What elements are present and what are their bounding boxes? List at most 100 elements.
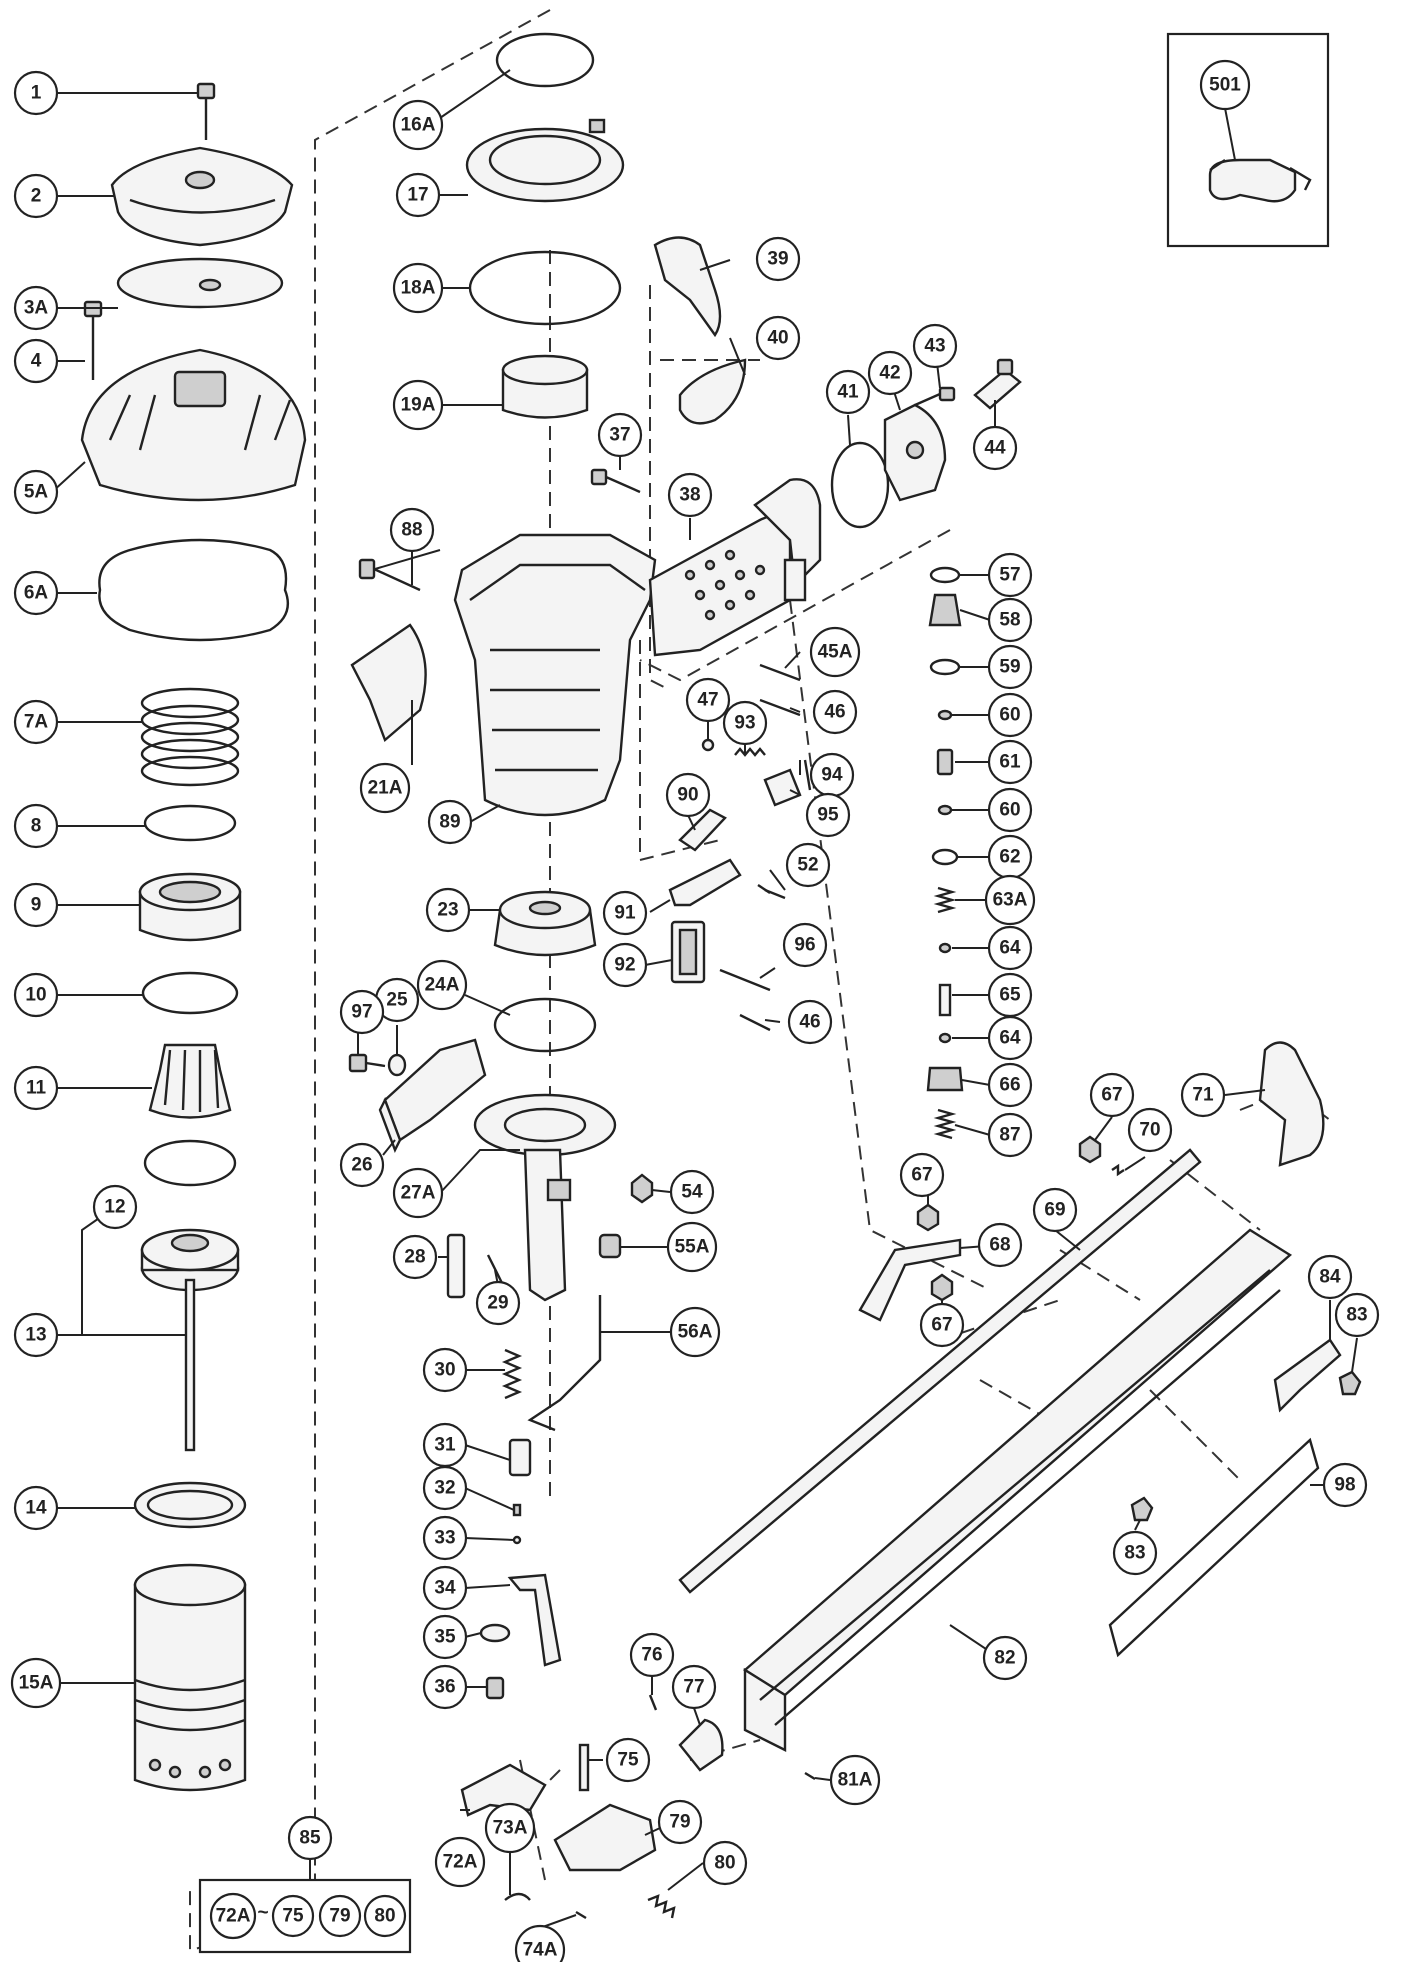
callout-label: 70 (1139, 1120, 1160, 1141)
callout-label: 36 (434, 1677, 455, 1698)
pin-74a (575, 1910, 587, 1920)
ball-33 (512, 1535, 522, 1545)
callout-12: 12 (92, 1184, 138, 1230)
callout-71: 71 (1180, 1072, 1226, 1118)
callout-label: 27A (401, 1183, 436, 1204)
callout-8: 8 (13, 803, 59, 849)
callout-label: 87 (999, 1125, 1020, 1146)
piston-driver (140, 1228, 240, 1452)
callout-label: 75 (617, 1750, 639, 1771)
callout-501: 501 (1199, 59, 1251, 111)
callout-56a: 56A (669, 1306, 721, 1358)
callout-label: 43 (924, 336, 945, 357)
callout-label: 98 (1334, 1475, 1355, 1496)
callout-55a: 55A (666, 1221, 718, 1273)
cap-screw (83, 300, 103, 380)
callout-1: 1 (13, 70, 59, 116)
callout-63a: 63A (984, 874, 1036, 926)
trigger-90 (678, 808, 727, 852)
pin-73a (504, 1892, 531, 1901)
callout-4: 4 (13, 338, 59, 384)
callout-7a: 7A (13, 699, 59, 745)
callout-34: 34 (422, 1565, 468, 1611)
contact-34 (507, 1573, 562, 1667)
callout-label: 80 (714, 1853, 735, 1874)
callout-44: 44 (972, 425, 1018, 471)
grip-39 (653, 236, 722, 338)
callout-47: 47 (685, 677, 731, 723)
callout-label: 85 (299, 1828, 321, 1849)
callout-18a: 18A (392, 262, 444, 314)
callout-67: 67 (1089, 1072, 1135, 1118)
callout-label: 90 (677, 785, 698, 806)
plate-84 (1273, 1338, 1342, 1413)
nut-55a (598, 1233, 622, 1259)
callout-28: 28 (392, 1234, 438, 1280)
callout-label: 42 (879, 363, 900, 384)
o-ring-24a (493, 997, 597, 1053)
callout-23: 23 (425, 887, 471, 933)
callout-label: 93 (734, 713, 755, 734)
callout-label: 44 (984, 438, 1006, 459)
callout-37: 37 (597, 412, 643, 458)
spring-93 (734, 747, 766, 757)
callout-label: 25 (386, 990, 408, 1011)
callout-68: 68 (977, 1222, 1023, 1268)
spring-stack (140, 687, 240, 787)
pins (719, 663, 801, 1032)
cylinder-cap (80, 348, 307, 502)
bolt-97 (348, 1053, 386, 1073)
callout-42: 42 (867, 350, 913, 396)
callout-label: 92 (614, 955, 635, 976)
nut-67-mid (916, 1203, 940, 1232)
callout-label: 45A (818, 642, 853, 663)
callout-41: 41 (825, 369, 871, 415)
head-valve (148, 1043, 232, 1119)
callout-label: 46 (799, 1012, 820, 1033)
callout-label: 84 (1319, 1267, 1341, 1288)
callout-label: 65 (999, 985, 1021, 1006)
callout-21a: 21A (359, 762, 411, 814)
callout-98: 98 (1322, 1462, 1368, 1508)
callout-84: 84 (1307, 1254, 1353, 1300)
valve-92 (670, 920, 706, 984)
callout-85: 85 (287, 1815, 333, 1861)
callout-label: 82 (994, 1648, 1015, 1669)
callout-67: 67 (919, 1302, 965, 1348)
callout-label: 71 (1192, 1085, 1214, 1106)
callout-label: 26 (351, 1155, 372, 1176)
sleeve (501, 354, 589, 419)
callout-83: 83 (1334, 1292, 1380, 1338)
callout-label: 13 (25, 1325, 46, 1346)
spring-70 (1111, 1163, 1125, 1177)
callout-label: 40 (767, 328, 788, 349)
nut-67-top (1078, 1135, 1102, 1164)
callout-label: 23 (437, 900, 458, 921)
callout-label: 28 (404, 1247, 425, 1268)
callout-15a: 15A (10, 1657, 62, 1709)
callout-10: 10 (13, 972, 59, 1018)
callout-label: 24A (425, 975, 460, 996)
callout-label: 54 (681, 1182, 703, 1203)
bolt-83-right (1338, 1370, 1362, 1396)
callout-label: 10 (25, 985, 46, 1006)
callout-90: 90 (665, 772, 711, 818)
grip-40 (678, 358, 747, 425)
svg-text:72A: 72A (216, 1906, 251, 1927)
callout-layer: 123A45A6A7A89101112131415A16A1718A19A21A… (10, 59, 1380, 1962)
callout-label: 67 (931, 1315, 952, 1336)
callout-77: 77 (671, 1664, 717, 1710)
rail-69 (678, 1148, 1202, 1594)
gasket (98, 538, 290, 642)
callout-label: 9 (31, 895, 42, 916)
callout-label: 66 (999, 1075, 1020, 1096)
callout-label: 58 (999, 610, 1020, 631)
callout-69: 69 (1032, 1187, 1078, 1233)
callout-91: 91 (602, 890, 648, 936)
callout-32: 32 (422, 1465, 468, 1511)
callout-label: 64 (999, 938, 1021, 959)
callout-29: 29 (475, 1280, 521, 1326)
callout-60: 60 (987, 787, 1033, 833)
callout-label: 56A (678, 1322, 713, 1343)
contact-arm-56a (527, 1295, 602, 1432)
